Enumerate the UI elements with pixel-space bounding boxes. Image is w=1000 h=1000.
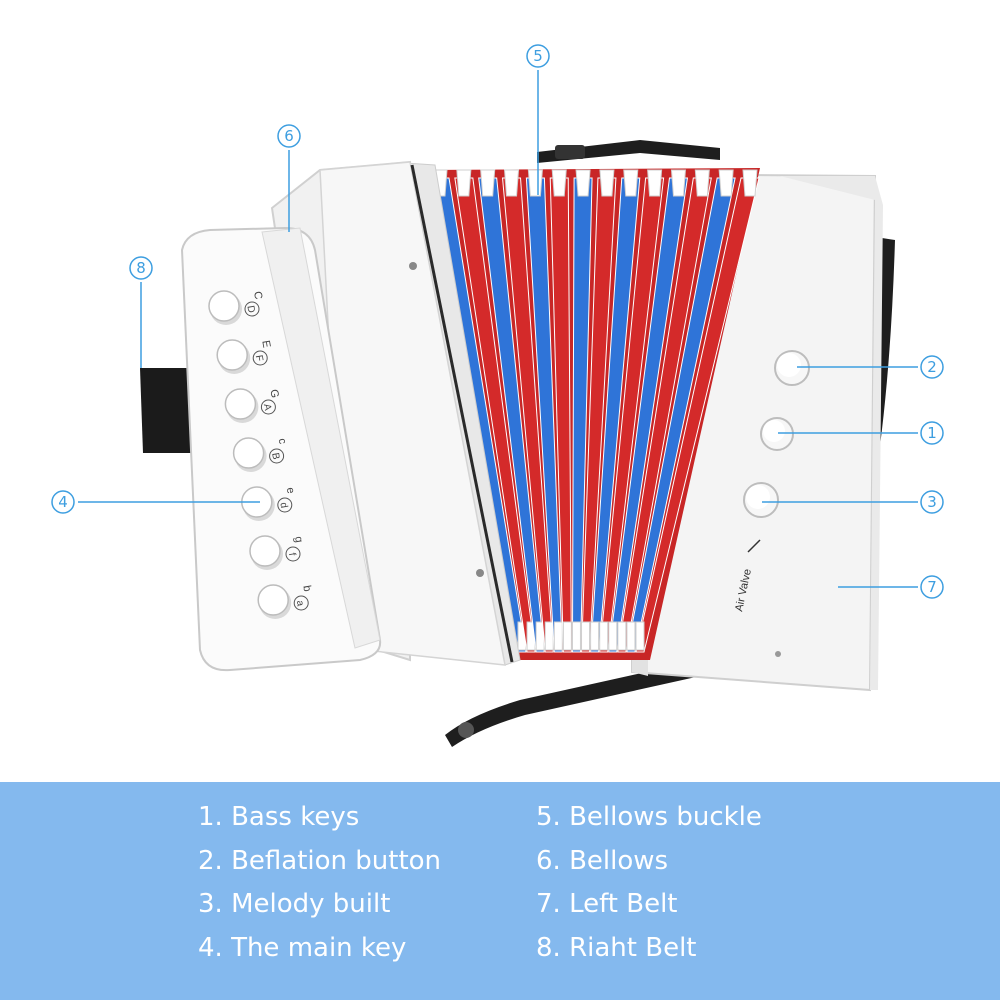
callout-7: 7 — [920, 575, 944, 599]
callout-3: 3 — [920, 490, 944, 514]
svg-text:8: 8 — [136, 259, 146, 277]
bellows-buckle-stud — [555, 145, 585, 159]
callout-8: 8 — [129, 256, 153, 280]
bass-key-button — [760, 417, 794, 451]
svg-text:2: 2 — [927, 358, 937, 376]
melody-key: gf — [249, 535, 305, 570]
legend-item-bass-keys: 1. Bass keys — [198, 802, 360, 832]
legend-item-beflation-button: 2. Beflation button — [198, 845, 442, 876]
callout-badges: 1 2 3 4 5 6 7 8 — [51, 44, 944, 599]
svg-text:6: 6 — [284, 127, 294, 145]
note-label: C — [251, 290, 264, 300]
svg-text:1: 1 — [927, 424, 937, 442]
legend-band: 1. Bass keys 2. Beflation button 3. Melo… — [0, 782, 1000, 1000]
svg-text:5: 5 — [533, 47, 543, 65]
legend-item-bellows: 6. Bellows — [536, 845, 669, 876]
svg-text:7: 7 — [927, 578, 937, 596]
note-label: G — [267, 388, 280, 399]
melody-key: EF — [216, 339, 272, 374]
melody-key: GA — [224, 388, 281, 423]
bellows — [425, 168, 760, 660]
callout-2: 2 — [920, 355, 944, 379]
note-label-circled: B — [269, 452, 281, 461]
legend-item-right-belt: 8. Riaht Belt — [536, 932, 697, 963]
callout-1: 1 — [920, 421, 944, 445]
leader-lines — [78, 70, 918, 588]
note-label-circled: F — [253, 354, 265, 362]
legend-right-column: 5. Bellows buckle 6. Bellows 7. Left Bel… — [536, 796, 762, 970]
legend-left-column: 1. Bass keys 2. Beflation button 3. Melo… — [198, 796, 441, 970]
belt-rivet — [458, 722, 474, 738]
note-label: b — [300, 584, 313, 592]
note-label: c — [276, 437, 289, 445]
note-label: e — [284, 486, 297, 494]
note-label-circled: A — [261, 403, 273, 412]
note-label-circled: f — [286, 552, 297, 557]
melody-key: CD — [208, 290, 264, 325]
legend-item-left-belt: 7. Left Belt — [536, 889, 678, 919]
svg-text:3: 3 — [927, 493, 937, 511]
note-label: g — [292, 535, 305, 543]
note-label-circled: d — [277, 502, 289, 509]
melody-key: ba — [257, 584, 313, 619]
melody-key: cB — [232, 437, 289, 472]
callout-4: 4 — [51, 490, 75, 514]
legend-item-main-key: 4. The main key — [198, 932, 407, 963]
air-valve-button — [743, 482, 779, 518]
legend-item-bellows-buckle: 5. Bellows buckle — [536, 802, 762, 832]
legend-item-melody-built: 3. Melody built — [198, 889, 391, 919]
callout-5: 5 — [526, 44, 550, 68]
note-label-circled: D — [244, 305, 256, 314]
beflation-button — [774, 350, 810, 386]
note-label: E — [259, 339, 272, 348]
svg-text:4: 4 — [58, 493, 68, 511]
callout-6: 6 — [277, 124, 301, 148]
note-label-circled: a — [294, 600, 306, 608]
